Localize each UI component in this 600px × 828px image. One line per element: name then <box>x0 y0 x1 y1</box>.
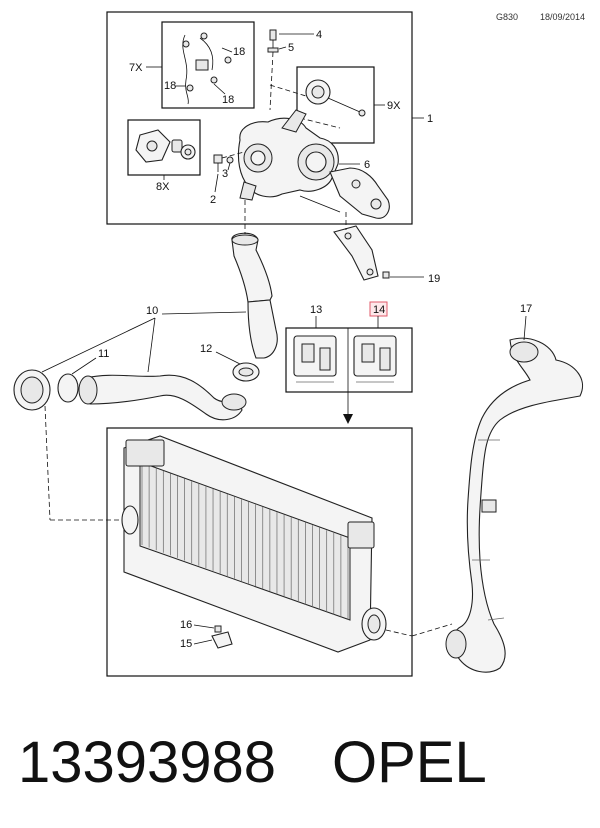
callout-8x: 8X <box>156 181 170 193</box>
callout-3: 3 <box>222 168 228 180</box>
diagram-code: G830 <box>496 12 518 22</box>
oil-pipe-assembly <box>182 32 232 105</box>
intercooler-mount <box>211 625 233 649</box>
callout-2: 2 <box>210 194 216 206</box>
turbo-outlet-hose <box>231 200 278 359</box>
callout-4: 4 <box>316 29 322 41</box>
wastegate-actuator <box>269 79 366 129</box>
callout-15: 15 <box>180 638 192 650</box>
footer: 13393988 OPEL <box>18 718 588 808</box>
callout-5: 5 <box>288 42 294 54</box>
banjo-bolt <box>267 29 279 111</box>
turbocharger <box>237 109 390 219</box>
callout-13: 13 <box>310 304 322 316</box>
callout-14-highlight <box>369 301 388 317</box>
callout-12: 12 <box>200 343 212 355</box>
pressure-sensor-14 <box>353 335 397 383</box>
sensor-box <box>285 327 413 393</box>
callout-18-c: 18 <box>222 94 234 106</box>
callout-9x: 9X <box>387 100 401 112</box>
callout-17: 17 <box>520 303 532 315</box>
callout-10: 10 <box>146 305 158 317</box>
gasket-kit <box>135 129 196 163</box>
callout-14: 14 <box>373 304 385 316</box>
callout-19: 19 <box>428 273 440 285</box>
callout-7x: 7X <box>129 62 143 74</box>
hose-clamp-left <box>13 369 79 411</box>
arrow-down-icon <box>343 414 353 424</box>
callout-11: 11 <box>98 348 109 360</box>
bolt-and-washer <box>213 151 245 172</box>
pressure-sensor-13 <box>293 335 337 383</box>
callout-1: 1 <box>427 113 433 125</box>
callout-18-a: 18 <box>233 46 245 58</box>
turbo-bracket <box>333 212 390 281</box>
intercooler-box <box>106 427 413 677</box>
diagram-date: 18/09/2014 <box>540 12 585 22</box>
part-number: 13393988 <box>18 730 277 795</box>
callout-18-b: 18 <box>164 80 176 92</box>
callout-6: 6 <box>364 159 370 171</box>
callout-16: 16 <box>180 619 192 631</box>
hose-clamp-right <box>232 362 260 382</box>
throttle-inlet-hose <box>445 337 583 673</box>
sub-box-7x <box>161 21 255 109</box>
brand-name: OPEL <box>332 730 487 795</box>
charge-air-hose <box>78 374 247 421</box>
intercooler <box>121 435 387 653</box>
intercooler-fins <box>141 463 349 620</box>
